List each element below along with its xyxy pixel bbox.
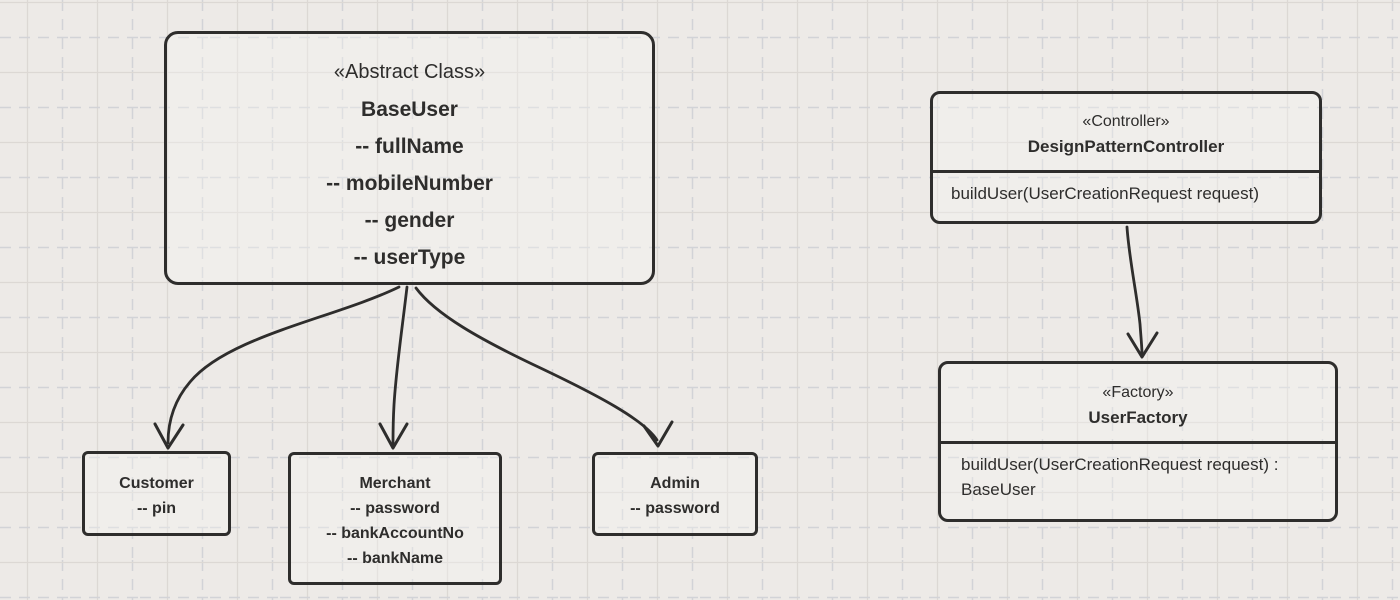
class-header: «Controller» DesignPatternController xyxy=(933,94,1319,173)
class-header: «Factory» UserFactory xyxy=(941,364,1335,444)
stereotype-label: «Abstract Class» xyxy=(333,61,486,83)
class-name: DesignPatternController xyxy=(1027,137,1225,156)
arrowhead-customer-icon xyxy=(153,422,185,450)
arrow-baseuser-to-customer xyxy=(166,285,401,445)
method: buildUser(UserCreationRequest request) :… xyxy=(961,455,1279,499)
attribute: -- mobileNumber xyxy=(326,172,493,195)
class-name: BaseUser xyxy=(361,98,458,121)
class-methods: buildUser(UserCreationRequest request) :… xyxy=(941,444,1335,502)
method: buildUser(UserCreationRequest request) xyxy=(951,184,1260,203)
class-name: Merchant xyxy=(359,475,431,492)
class-box-baseuser: «Abstract Class» BaseUser -- fullName --… xyxy=(164,31,655,285)
attribute: -- password xyxy=(350,500,440,517)
class-name: UserFactory xyxy=(1088,408,1188,427)
arrow-controller-to-factory xyxy=(1125,225,1144,356)
stereotype-label: «Controller» xyxy=(1082,113,1170,130)
attribute: -- userType xyxy=(353,246,466,269)
arrowhead-admin-icon xyxy=(642,420,674,448)
arrow-baseuser-to-admin xyxy=(414,286,659,442)
class-box-merchant: Merchant -- password -- bankAccountNo --… xyxy=(288,452,502,585)
attribute: -- fullName xyxy=(355,135,464,158)
arrow-baseuser-to-merchant xyxy=(391,285,409,446)
class-name: Customer xyxy=(119,475,194,492)
class-box-factory: «Factory» UserFactory buildUser(UserCrea… xyxy=(938,361,1338,522)
class-box-customer: Customer -- pin xyxy=(82,451,231,536)
class-methods: buildUser(UserCreationRequest request) xyxy=(933,173,1319,206)
attribute: -- pin xyxy=(136,500,177,517)
arrowhead-factory-icon xyxy=(1126,331,1159,359)
attribute: -- password xyxy=(630,500,720,517)
attribute: -- bankName xyxy=(346,550,444,567)
stereotype-label: «Factory» xyxy=(1102,384,1174,401)
attribute: -- gender xyxy=(364,209,455,232)
arrowhead-merchant-icon xyxy=(378,422,409,450)
attribute: -- bankAccountNo xyxy=(326,525,464,542)
class-name: Admin xyxy=(650,475,700,492)
class-box-controller: «Controller» DesignPatternController bui… xyxy=(930,91,1322,224)
class-box-admin: Admin -- password xyxy=(592,452,758,536)
